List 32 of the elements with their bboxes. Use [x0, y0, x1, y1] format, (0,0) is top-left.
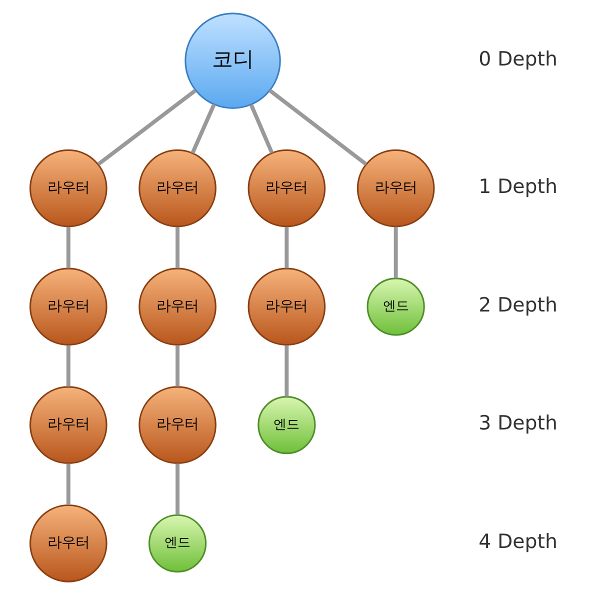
node-circle: 라우터 — [28, 504, 107, 582]
connector — [268, 88, 367, 166]
node-circle: 엔드 — [148, 514, 206, 572]
label: 2 Depth — [478, 293, 558, 316]
node-circle: 라우터 — [138, 149, 216, 228]
connector — [248, 104, 274, 154]
connector — [175, 226, 179, 268]
connector — [66, 226, 70, 268]
node-circle: 라우터 — [138, 386, 216, 464]
node-circle: 라우터 — [28, 149, 107, 228]
connector — [175, 464, 179, 515]
connector — [96, 88, 196, 166]
node-circle: 라우터 — [247, 149, 326, 228]
node-circle: 라우터 — [247, 268, 326, 346]
node-circle: 라우터 — [138, 268, 216, 346]
label: 1 Depth — [478, 174, 558, 198]
connector — [393, 226, 398, 278]
label: 0 Depth — [478, 47, 558, 70]
node-circle: 코디 — [184, 12, 280, 109]
node-circle: 엔드 — [257, 396, 316, 454]
node-circle: 라우터 — [28, 386, 107, 464]
connector — [175, 345, 179, 387]
connector — [284, 345, 288, 396]
node-circle: 라우터 — [28, 268, 107, 346]
connector — [190, 104, 216, 154]
node-circle: 엔드 — [366, 278, 424, 336]
label: 4 Depth — [478, 530, 558, 553]
connector — [66, 464, 70, 505]
label: 3 Depth — [478, 412, 558, 435]
connector — [66, 345, 70, 387]
node-circle: 라우터 — [356, 149, 434, 228]
connector — [284, 226, 288, 268]
